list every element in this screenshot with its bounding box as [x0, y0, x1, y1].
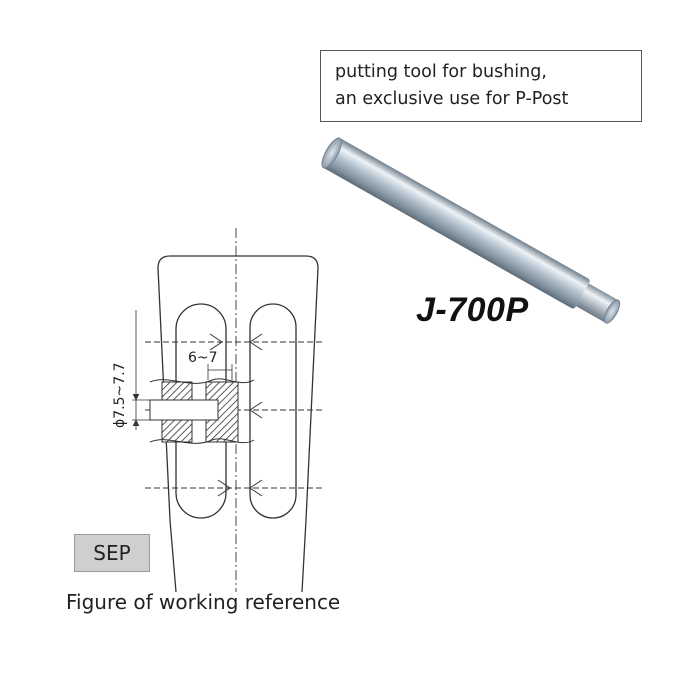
width-dimension-label: 6~7	[188, 350, 218, 366]
description-line-2: an exclusive use for P-Post	[335, 89, 569, 109]
description-box: putting tool for bushing, an exclusive u…	[320, 50, 642, 122]
figure-caption: Figure of working reference	[66, 590, 341, 614]
description-line-1: putting tool for bushing,	[335, 62, 547, 82]
sep-badge: SEP	[74, 534, 150, 572]
model-number: J-700P	[416, 291, 529, 329]
diameter-dimension-label: ϕ7.5~7.7	[112, 363, 128, 429]
